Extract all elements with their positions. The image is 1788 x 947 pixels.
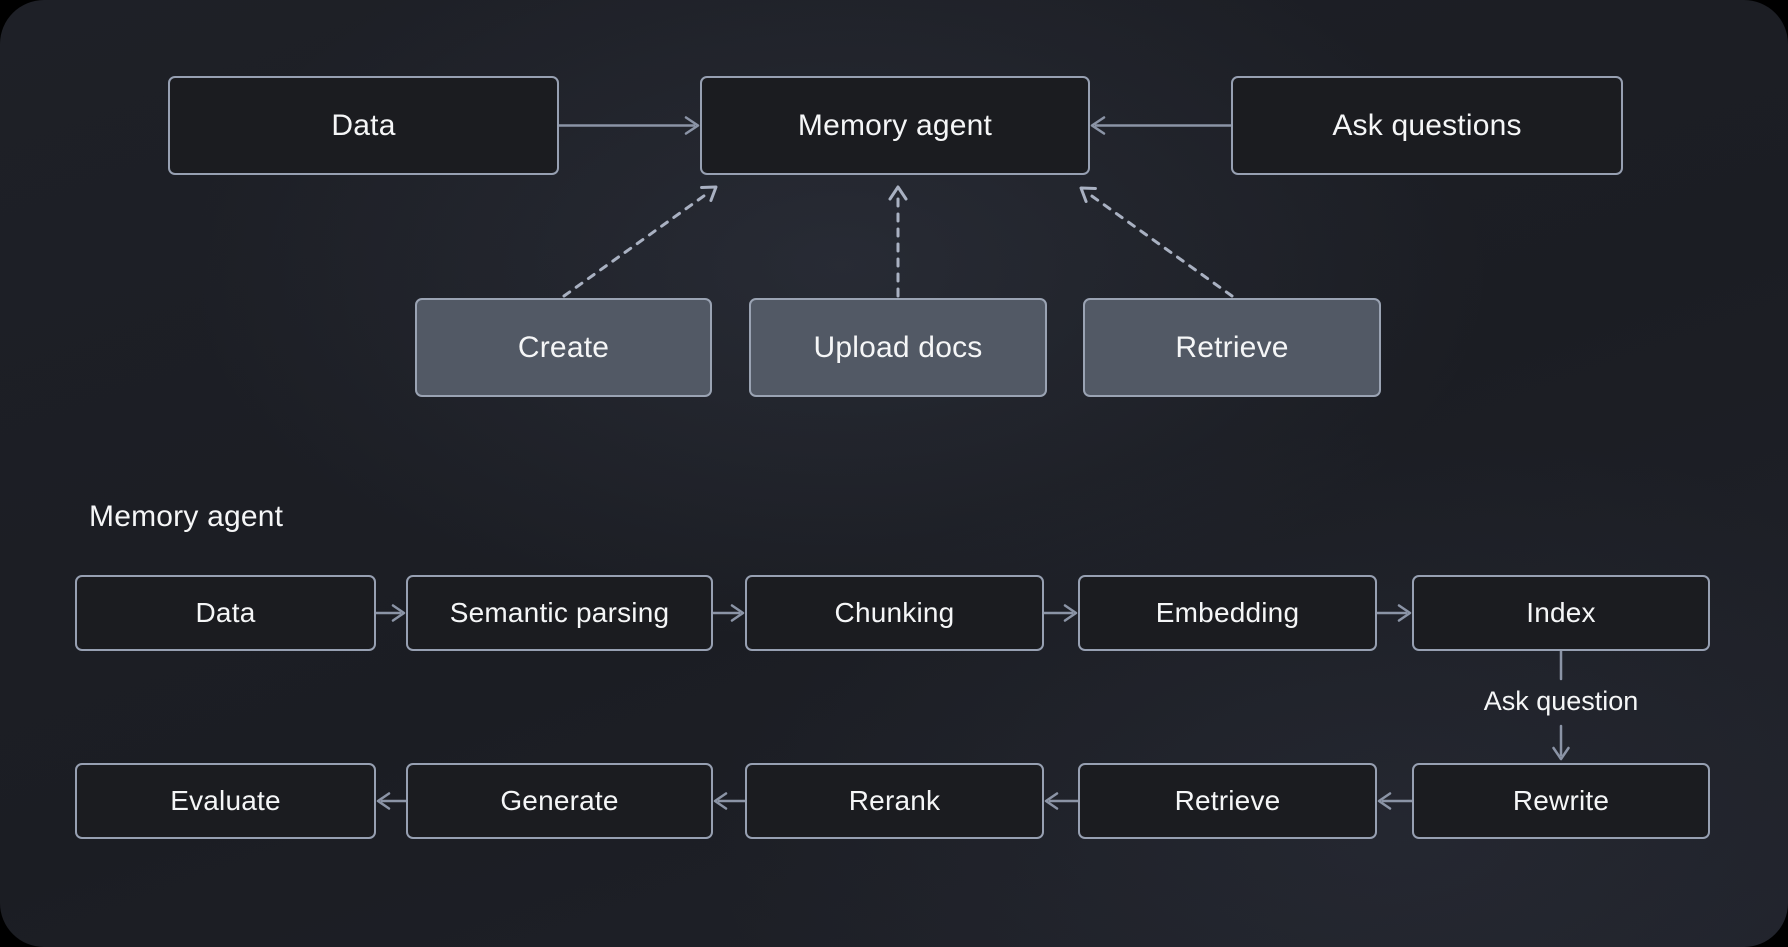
arrow-semantic-parsing-to-chunking	[711, 604, 745, 622]
node-retrieve-action: Retrieve	[1083, 298, 1381, 397]
arrow-embedding-to-index	[1375, 604, 1412, 622]
arrow-data-to-semantic-parsing	[374, 604, 406, 622]
node-rerank: Rerank	[745, 763, 1044, 839]
node-create: Create	[415, 298, 712, 397]
arrow-chunking-to-embedding	[1042, 604, 1078, 622]
node-embedding: Embedding	[1078, 575, 1377, 651]
pipeline-section-title: Memory agent	[89, 500, 284, 533]
arrow-data-to-memory-agent	[557, 116, 700, 135]
node-generate: Generate	[406, 763, 713, 839]
node-ask-questions: Ask questions	[1231, 76, 1623, 175]
node-pipeline-data: Data	[75, 575, 376, 651]
node-memory-agent: Memory agent	[700, 76, 1090, 175]
node-index: Index	[1412, 575, 1710, 651]
node-upload-docs: Upload docs	[749, 298, 1047, 397]
arrow-ask-question-to-rewrite	[1552, 724, 1570, 761]
dashed-arrow-retrieve-to-memory-agent	[1079, 186, 1234, 298]
node-data-source: Data	[168, 76, 559, 175]
arrow-rewrite-to-retrieve	[1377, 792, 1414, 810]
node-evaluate: Evaluate	[75, 763, 376, 839]
node-semantic-parsing: Semantic parsing	[406, 575, 713, 651]
node-pipeline-retrieve: Retrieve	[1078, 763, 1377, 839]
dashed-arrow-upload-docs-to-memory-agent	[888, 185, 908, 298]
arrow-rerank-to-generate	[713, 792, 747, 810]
node-rewrite: Rewrite	[1412, 763, 1710, 839]
ask-question-label: Ask question	[1483, 686, 1639, 716]
arrow-generate-to-evaluate	[376, 792, 408, 810]
dashed-arrow-create-to-memory-agent	[562, 185, 718, 298]
arrow-ask-questions-to-memory-agent	[1090, 116, 1233, 135]
arrow-retrieve-to-rerank	[1044, 792, 1080, 810]
node-chunking: Chunking	[745, 575, 1044, 651]
